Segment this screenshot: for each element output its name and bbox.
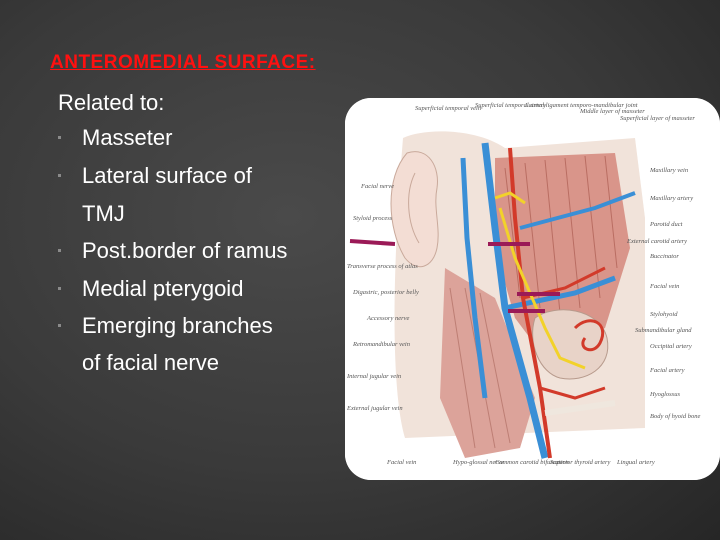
label-digastric: Digastric, posterior belly (352, 289, 419, 296)
label-accessory-nerve: Accessory nerve (366, 315, 410, 322)
bullet-icon (58, 324, 61, 327)
bullet-text: Lateral surface of (82, 163, 252, 188)
label-maxillary-vein: Maxillary vein (649, 167, 688, 174)
bullet-text: Medial pterygoid (82, 276, 244, 301)
label-transverse-process: Transverse process of atlas (347, 263, 418, 270)
bullet-continuation: of facial nerve (82, 350, 219, 375)
label-internal-jugular-vein: Internal jugular vein (346, 373, 401, 380)
label-facial-nerve: Facial nerve (360, 183, 394, 190)
label-buccinator: Buccinator (650, 253, 679, 260)
label-facial-vein-right: Facial vein (649, 283, 679, 290)
pointer-arrow (349, 239, 396, 246)
bullet-continuation: TMJ (82, 201, 125, 226)
label-hyoglossus: Hyoglossus (649, 391, 680, 398)
bullet-text: Post.border of ramus (82, 238, 288, 263)
label-facial-vein-left: Facial vein (386, 459, 416, 466)
bullet-text: Emerging branches (82, 313, 273, 338)
label-stylohyoid: Stylohyoid (650, 311, 678, 318)
label-retromandibular-vein: Retromandibular vein (352, 341, 410, 348)
anatomy-illustration: Superficial temporal vein Superficial te… (345, 98, 720, 480)
bullet-icon (58, 249, 61, 252)
label-submandibular-gland: Submandibular gland (635, 327, 692, 334)
label-superficial-layer-masseter: Superficial layer of masseter (620, 115, 695, 122)
bullet-icon (58, 287, 61, 290)
label-hypoglossal-nerve: Hypo-glossal nerve (452, 459, 504, 466)
label-lingual-artery: Lingual artery (616, 459, 655, 466)
label-maxillary-artery: Maxillary artery (649, 195, 693, 202)
intro-text: Related to: (58, 90, 165, 115)
label-styloid-process: Styloid process (353, 215, 393, 222)
label-occipital-artery: Occipital artery (650, 343, 692, 350)
bullet-icon (58, 174, 61, 177)
anatomy-drawing: Superficial temporal vein Superficial te… (345, 98, 720, 480)
label-common-carotid: Common carotid bifurcation (495, 459, 569, 466)
label-body-of-hyoid: Body of hyoid bone (650, 413, 700, 420)
label-external-jugular-vein: External jugular vein (346, 405, 403, 412)
bullet-icon (58, 136, 61, 139)
label-external-carotid-artery: External carotid artery (626, 238, 687, 245)
label-superior-thyroid-artery: Superior thyroid artery (550, 459, 611, 466)
label-lateral-ligament: Lateral ligament temporo-mandibular join… (524, 102, 638, 109)
label-parotid-duct: Parotid duct (649, 221, 683, 228)
label-superficial-temporal-artery: Superficial temporal artery (475, 102, 546, 109)
label-superficial-temporal-vein: Superficial temporal vein (415, 105, 481, 112)
slide-title: ANTEROMEDIAL SURFACE: (50, 52, 316, 73)
label-facial-artery: Facial artery (649, 367, 685, 374)
label-middle-layer-masseter: Middle layer of masseter (579, 108, 645, 115)
bullet-text: Masseter (82, 125, 173, 150)
